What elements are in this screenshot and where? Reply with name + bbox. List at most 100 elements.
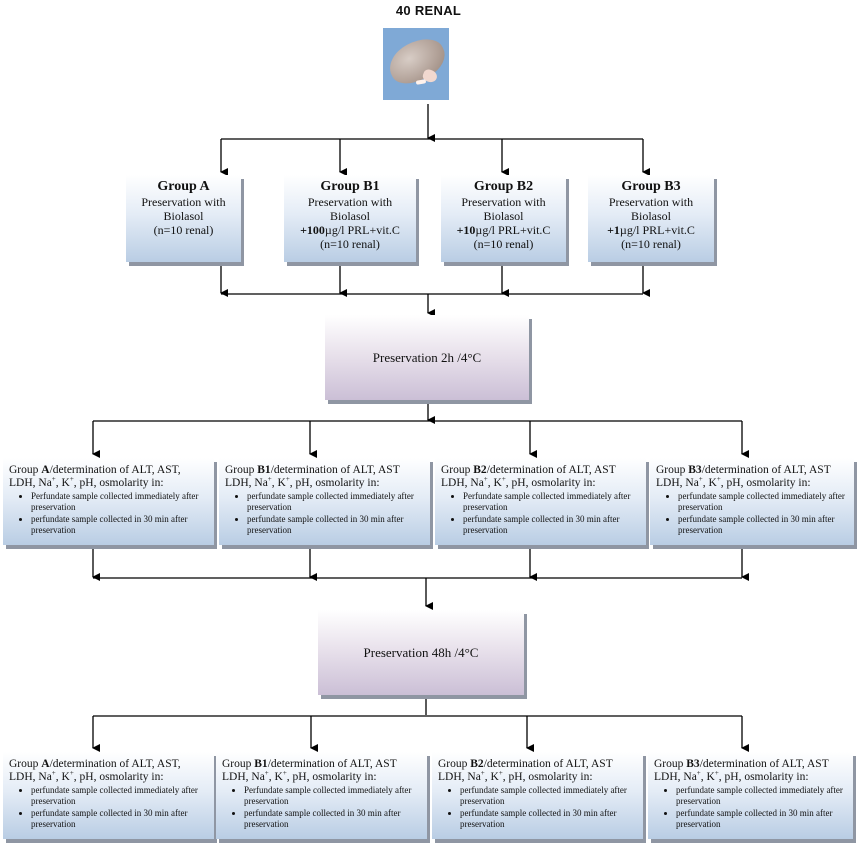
param-text: , K (55, 770, 70, 783)
param-text: , pH, osmolarity in: (505, 476, 596, 489)
param-text: , K (55, 476, 70, 489)
diagram-title: 40 RENAL (395, 3, 462, 18)
group-code: B2 (470, 758, 484, 770)
sample-list: Perfundate sample collected immediately … (9, 491, 214, 536)
param-text: LDH, Na (438, 770, 481, 783)
sample-item: perfundate sample collected immediately … (676, 785, 853, 807)
heading-text: /determination of ALT, AST (270, 464, 400, 476)
determination-box-48h-group-a: Group A/determination of ALT, AST, LDH, … (3, 752, 214, 839)
sample-list: Perfundate sample collected immediately … (441, 491, 646, 536)
superscript: + (501, 474, 506, 483)
determination-heading: Group B2/determination of ALT, AST (438, 758, 643, 771)
sample-item: perfundate sample collected in 30 min af… (460, 808, 643, 830)
sample-item: perfundate sample collected in 30 min af… (31, 808, 214, 830)
param-text: LDH, Na (441, 476, 484, 489)
superscript: + (696, 768, 701, 777)
group-b3-box: Group B3 Preservation with Biolasol +1µg… (588, 175, 714, 262)
superscript: + (282, 768, 287, 777)
group-b2-box: Group B2 Preservation with Biolasol +10µ… (441, 175, 566, 262)
parameters-line: LDH, Na+, K+, pH, osmolarity in: (654, 768, 853, 784)
group-line: Biolasol (163, 209, 204, 223)
sample-item: perfundate sample collected in 30 min af… (463, 514, 646, 536)
group-name: Group A (157, 179, 210, 194)
parameters-line: LDH, Na+, K+, pH, osmolarity in: (441, 474, 646, 490)
sample-list: perfundate sample collected immediately … (656, 491, 854, 536)
determination-box-2h-group-b1: Group B1/determination of ALT, AST LDH, … (219, 458, 430, 545)
sample-item: perfundate sample collected immediately … (678, 491, 854, 513)
group-code: A (41, 464, 50, 476)
group-name: Group B1 (320, 179, 380, 194)
group-dose: +100µg/l PRL+vit.C (284, 223, 416, 237)
determination-heading: Group B2/determination of ALT, AST (441, 464, 646, 477)
preservation-2h-label: Preservation 2h /4°C (372, 349, 482, 365)
group-line: Biolasol (483, 209, 524, 223)
group-code: B1 (254, 758, 268, 770)
sample-item: perfundate sample collected in 30 min af… (676, 808, 853, 830)
kidney-image (383, 28, 449, 100)
group-count: (n=10 renal) (473, 237, 534, 251)
param-text: , pH, osmolarity in: (502, 770, 593, 783)
group-line: Preservation with (141, 195, 226, 209)
heading-text: /determination of ALT, AST (486, 464, 616, 476)
heading-prefix: Group (225, 464, 258, 476)
sample-item: Perfundate sample collected immediately … (31, 491, 214, 513)
determination-heading: Group B1/determination of ALT, AST (225, 464, 430, 477)
param-text: LDH, Na (654, 770, 697, 783)
superscript: + (498, 768, 503, 777)
heading-text: /determination of ALT, AST, (49, 758, 181, 770)
group-a-box: Group A Preservation with Biolasol (n=10… (126, 175, 241, 262)
sample-item: perfundate sample collected in 30 min af… (247, 514, 430, 536)
heading-text: /determination of ALT, AST, (49, 464, 181, 476)
superscript: + (69, 768, 74, 777)
sample-list: perfundate sample collected immediately … (654, 785, 853, 830)
param-text: , pH, osmolarity in: (73, 770, 164, 783)
sample-item: perfundate sample collected in 30 min af… (31, 514, 214, 536)
superscript: + (483, 474, 488, 483)
dose-amount: +100 (300, 223, 325, 237)
parameters-line: LDH, Na+, K+, pH, osmolarity in: (9, 768, 214, 784)
param-text: LDH, Na (225, 476, 268, 489)
determination-box-48h-group-b3: Group B3/determination of ALT, AST LDH, … (648, 752, 853, 839)
superscript: + (716, 474, 721, 483)
sample-list: perfundate sample collected immediately … (225, 491, 430, 536)
preservation-2h-box: Preservation 2h /4°C (325, 315, 529, 400)
group-code: B2 (473, 464, 487, 476)
sample-item: Perfundate sample collected immediately … (463, 491, 646, 513)
param-text: , K (268, 770, 283, 783)
sample-item: perfundate sample collected in 30 min af… (678, 514, 854, 536)
determination-box-2h-group-b3: Group B3/determination of ALT, AST LDH, … (650, 458, 854, 545)
heading-text: /determination of ALT, AST (699, 758, 829, 770)
group-code: B1 (257, 464, 271, 476)
group-line: Biolasol (630, 209, 671, 223)
determination-heading: Group B3/determination of ALT, AST (656, 464, 854, 477)
group-line: Preservation with (608, 195, 694, 209)
param-text: , K (484, 770, 499, 783)
param-text: , pH, osmolarity in: (73, 476, 164, 489)
determination-box-48h-group-b1: Group B1/determination of ALT, AST LDH, … (216, 752, 427, 839)
sample-item: perfundate sample collected in 30 min af… (244, 808, 427, 830)
heading-prefix: Group (9, 464, 42, 476)
group-dose: +10µg/l PRL+vit.C (441, 223, 566, 237)
heading-prefix: Group (222, 758, 255, 770)
sample-list: perfundate sample collected immediately … (9, 785, 214, 830)
param-text: , pH, osmolarity in: (289, 476, 380, 489)
heading-text: /determination of ALT, AST (483, 758, 613, 770)
dose-unit: µg/l PRL+vit.C (619, 223, 695, 237)
dose-unit: µg/l PRL+vit.C (324, 223, 400, 237)
superscript: + (698, 474, 703, 483)
heading-prefix: Group (656, 464, 689, 476)
superscript: + (480, 768, 485, 777)
group-code: B3 (688, 464, 702, 476)
dose-unit: µg/l PRL+vit.C (475, 223, 551, 237)
group-count: (n=10 renal) (320, 237, 380, 251)
superscript: + (51, 768, 56, 777)
param-text: , K (702, 476, 717, 489)
group-line: Preservation with (307, 195, 393, 209)
superscript: + (267, 474, 272, 483)
determination-box-2h-group-b2: Group B2/determination of ALT, AST LDH, … (435, 458, 646, 545)
param-text: LDH, Na (222, 770, 265, 783)
group-name: Group B3 (621, 179, 681, 194)
heading-prefix: Group (9, 758, 42, 770)
superscript: + (714, 768, 719, 777)
